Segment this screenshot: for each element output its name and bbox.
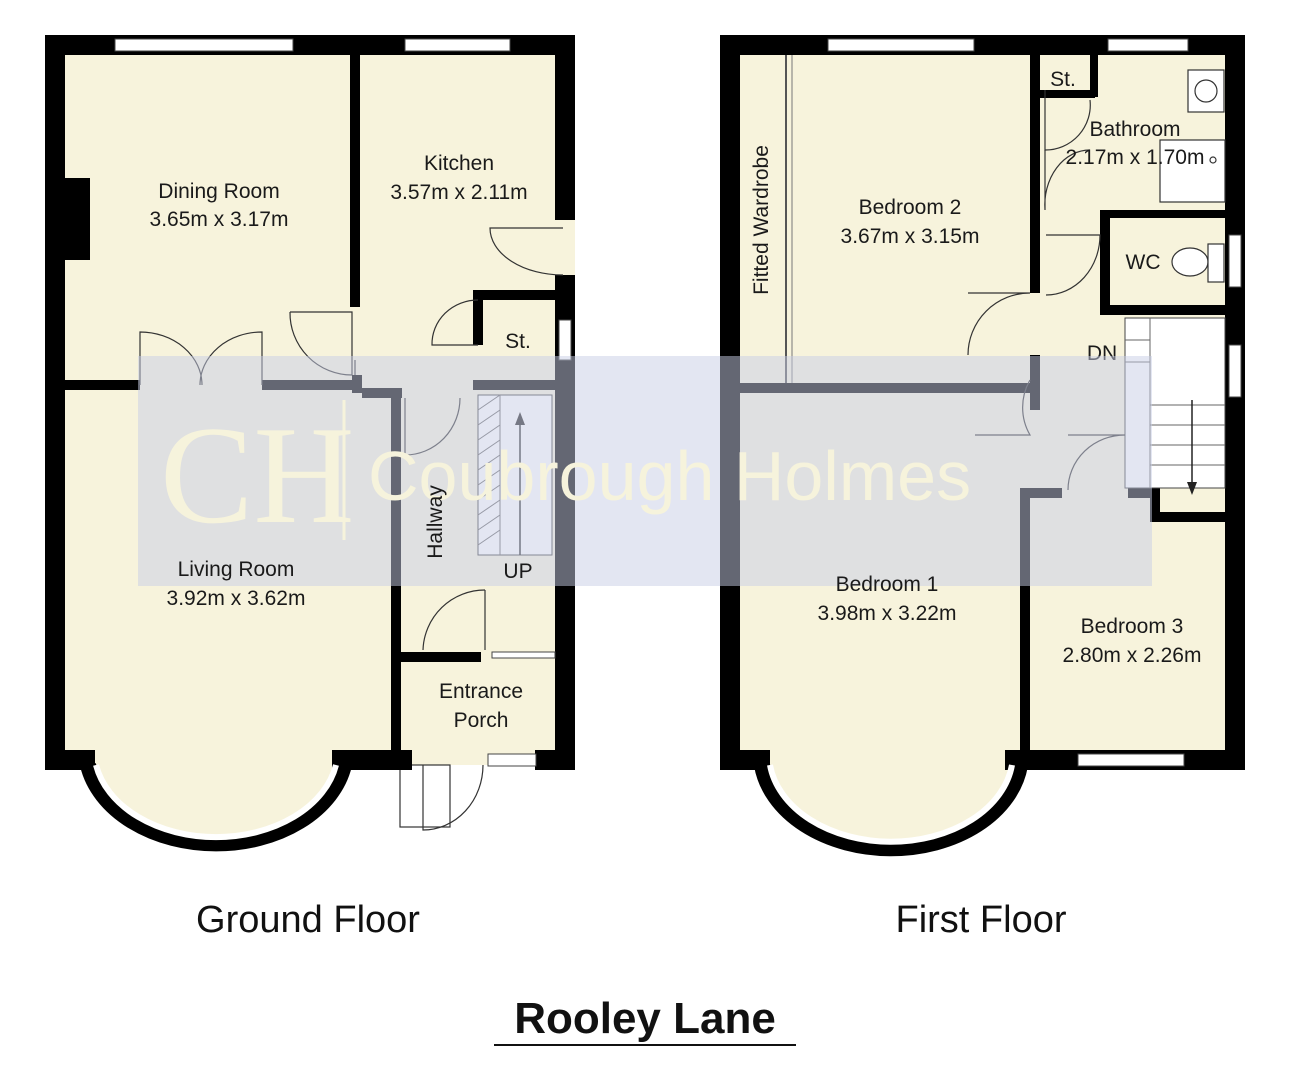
watermark-logo: CH: [160, 398, 354, 553]
wall: [350, 45, 360, 307]
window: [487, 753, 537, 767]
wall: [1100, 210, 1228, 218]
window: [827, 38, 975, 52]
store-label: St.: [505, 330, 531, 353]
bedroom-3-size: 2.80m x 2.26m: [1063, 644, 1202, 667]
first-floor-label: First Floor: [896, 899, 1067, 941]
window: [1228, 344, 1242, 398]
window: [1107, 38, 1189, 52]
wall: [1150, 488, 1160, 520]
bay-window-glass: [93, 764, 339, 841]
stairs-up-label: UP: [503, 560, 532, 583]
bathroom-fixtures: [1159, 69, 1226, 283]
bedroom-1-size: 3.98m x 3.22m: [818, 602, 957, 625]
property-title: Rooley Lane: [514, 994, 776, 1043]
chimney-breast: [60, 178, 90, 260]
wall: [535, 750, 575, 770]
wall: [473, 290, 483, 345]
window: [1077, 753, 1185, 767]
bedroom-1-bay: [762, 765, 1020, 849]
wc-label: WC: [1126, 251, 1161, 274]
wall: [45, 35, 65, 770]
bedroom-2-name: Bedroom 2: [859, 196, 962, 219]
window: [114, 38, 294, 52]
wall: [1040, 90, 1095, 98]
bay-window-glass: [767, 764, 1015, 845]
watermark: CH Coubrough Holmes: [138, 356, 1152, 586]
wall: [1030, 45, 1040, 293]
wall: [55, 380, 140, 390]
bay-window: [754, 763, 1028, 857]
dining-room-name: Dining Room: [158, 180, 279, 203]
bathroom-name: Bathroom: [1089, 118, 1180, 141]
wall: [1100, 305, 1228, 315]
kitchen-name: Kitchen: [424, 152, 494, 175]
wall: [1100, 210, 1110, 310]
window: [1228, 234, 1242, 288]
kitchen-size: 3.57m x 2.11m: [390, 181, 527, 204]
store-label: St.: [1050, 68, 1076, 91]
wall: [1090, 45, 1098, 97]
wall: [1225, 35, 1245, 770]
wall: [473, 290, 558, 300]
bedroom-3-name: Bedroom 3: [1081, 615, 1184, 638]
hallway-label: Hallway: [424, 485, 447, 559]
living-room-bay: [88, 765, 344, 844]
living-room-name: Living Room: [178, 558, 295, 581]
bathroom-size: 2.17m x 1.70m: [1066, 146, 1205, 169]
wall: [720, 750, 770, 770]
porch-name-line1: Entrance: [439, 680, 523, 703]
bay-window: [80, 762, 352, 852]
fitted-wardrobe-label: Fitted Wardrobe: [750, 145, 773, 295]
shower-tray-icon: [1159, 139, 1226, 203]
ground-floor-label: Ground Floor: [196, 899, 420, 941]
watermark-brand: Coubrough Holmes: [368, 437, 971, 515]
window: [558, 319, 572, 361]
wall: [45, 750, 95, 770]
porch-name-line2: Porch: [454, 709, 509, 732]
wall: [401, 652, 481, 662]
bedroom-2-size: 3.67m x 3.15m: [841, 225, 980, 248]
wall: [1150, 512, 1228, 522]
watermark-band: [138, 356, 1152, 586]
wall: [491, 651, 556, 659]
bedroom-1-name: Bedroom 1: [836, 573, 939, 596]
toilet-icon: [1171, 247, 1209, 277]
door-gap: [555, 220, 575, 275]
wall: [1020, 488, 1030, 758]
living-room-size: 3.92m x 3.62m: [167, 587, 306, 610]
dining-room-size: 3.65m x 3.17m: [150, 208, 289, 231]
porch-step-area: [399, 764, 451, 828]
window: [404, 38, 511, 52]
